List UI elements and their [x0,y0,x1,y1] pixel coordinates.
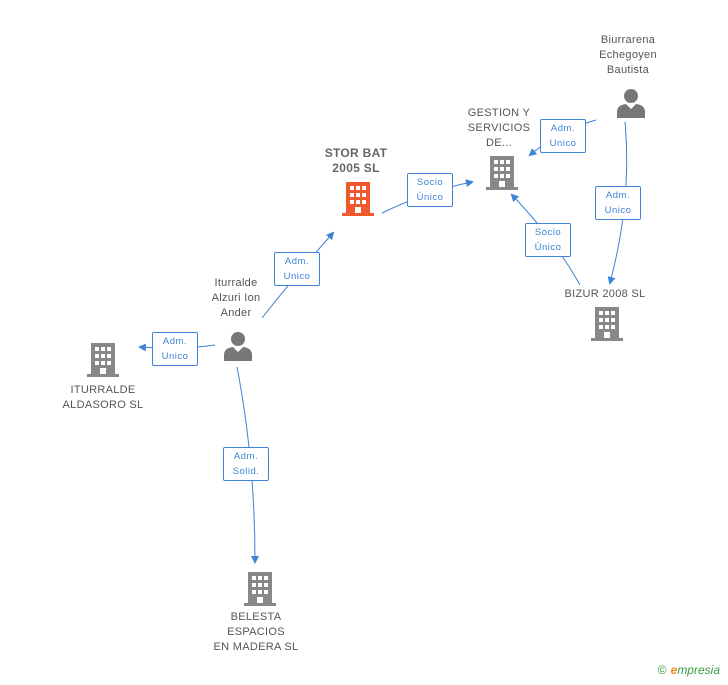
edge-label-adm-unico[interactable]: Adm. Unico [274,252,320,286]
edge-label-adm-solid[interactable]: Adm. Solid. [223,447,269,481]
person-icon[interactable] [616,88,646,118]
node-label-biurrarena[interactable]: Biurrarena Echegoyen Bautista [599,34,657,76]
copyright-icon: © [657,663,667,677]
edge-label-adm-unico[interactable]: Adm. Unico [595,186,641,220]
node-label-belesta[interactable]: BELESTA ESPACIOS EN MADERA SL [213,611,299,653]
building-icon[interactable] [244,572,276,606]
building-icon[interactable] [591,307,623,341]
building-icon[interactable] [486,156,518,190]
brand-name: mpresia [677,663,720,677]
person-icon[interactable] [223,331,253,361]
building-icon[interactable] [87,343,119,377]
edge-label-adm-unico[interactable]: Adm. Unico [540,119,586,153]
building-icon[interactable] [342,182,374,216]
node-label-iturralde-person[interactable]: Iturralde Alzuri Ion Ander [211,277,261,319]
brand-initial: e [670,663,678,677]
brand-footer[interactable]: ©empresia [658,663,720,677]
node-label-bizur[interactable]: BIZUR 2008 SL [564,288,646,300]
edge-label-socio-unico[interactable]: Socio Único [525,223,571,257]
edge-label-socio-unico[interactable]: Socio Único [407,173,453,207]
edge-label-adm-unico[interactable]: Adm. Unico [152,332,198,366]
node-label-gestion[interactable]: GESTION Y SERVICIOS DE... [467,107,531,149]
node-label-stor-bat[interactable]: STOR BAT 2005 SL [324,146,388,175]
node-label-iturralde-aldasoro[interactable]: ITURRALDE ALDASORO SL [62,384,144,411]
